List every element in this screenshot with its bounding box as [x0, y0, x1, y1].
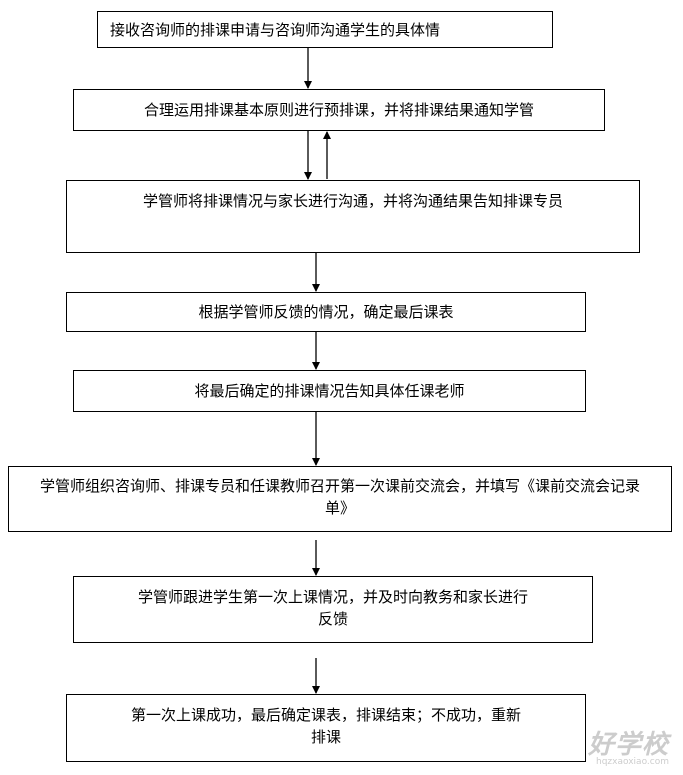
step-4-text: 根据学管师反馈的情况，确定最后课表: [198, 303, 454, 321]
step-2-text: 合理运用排课基本原则进行预排课，并将排课结果通知学管: [143, 101, 534, 119]
watermark-logo: 好学校 hqzxaoxiao.com: [588, 724, 669, 767]
step-8-box: 第一次上课成功，最后确定课表，排课结束；不成功，重新排课: [66, 694, 586, 762]
step-8-text: 第一次上课成功，最后确定课表，排课结束；不成功，重新排课: [130, 706, 521, 746]
watermark-url: hqzxaoxiao.com: [596, 757, 669, 767]
step-2-box: 合理运用排课基本原则进行预排课，并将排课结果通知学管: [73, 89, 605, 131]
watermark-text: 好学校: [587, 730, 669, 760]
step-7-text: 学管师跟进学生第一次上课情况，并及时向教务和家长进行反馈: [137, 588, 528, 628]
step-6-text: 学管师组织咨询师、排课专员和任课教师召开第一次课前交流会，并填写《课前交流会记录…: [39, 477, 640, 517]
step-3-text: 学管师将排课情况与家长进行沟通，并将沟通结果告知排课专员: [142, 192, 563, 210]
step-1-box: 接收咨询师的排课申请与咨询师沟通学生的具体情: [97, 11, 553, 48]
step-1-text: 接收咨询师的排课申请与咨询师沟通学生的具体情: [110, 21, 441, 39]
step-5-text: 将最后确定的排课情况告知具体任课老师: [194, 382, 465, 400]
step-6-box: 学管师组织咨询师、排课专员和任课教师召开第一次课前交流会，并填写《课前交流会记录…: [8, 466, 672, 532]
step-4-box: 根据学管师反馈的情况，确定最后课表: [66, 292, 586, 332]
step-7-box: 学管师跟进学生第一次上课情况，并及时向教务和家长进行反馈: [73, 576, 593, 643]
step-5-box: 将最后确定的排课情况告知具体任课老师: [73, 370, 586, 412]
step-3-box: 学管师将排课情况与家长进行沟通，并将沟通结果告知排课专员: [66, 180, 640, 253]
